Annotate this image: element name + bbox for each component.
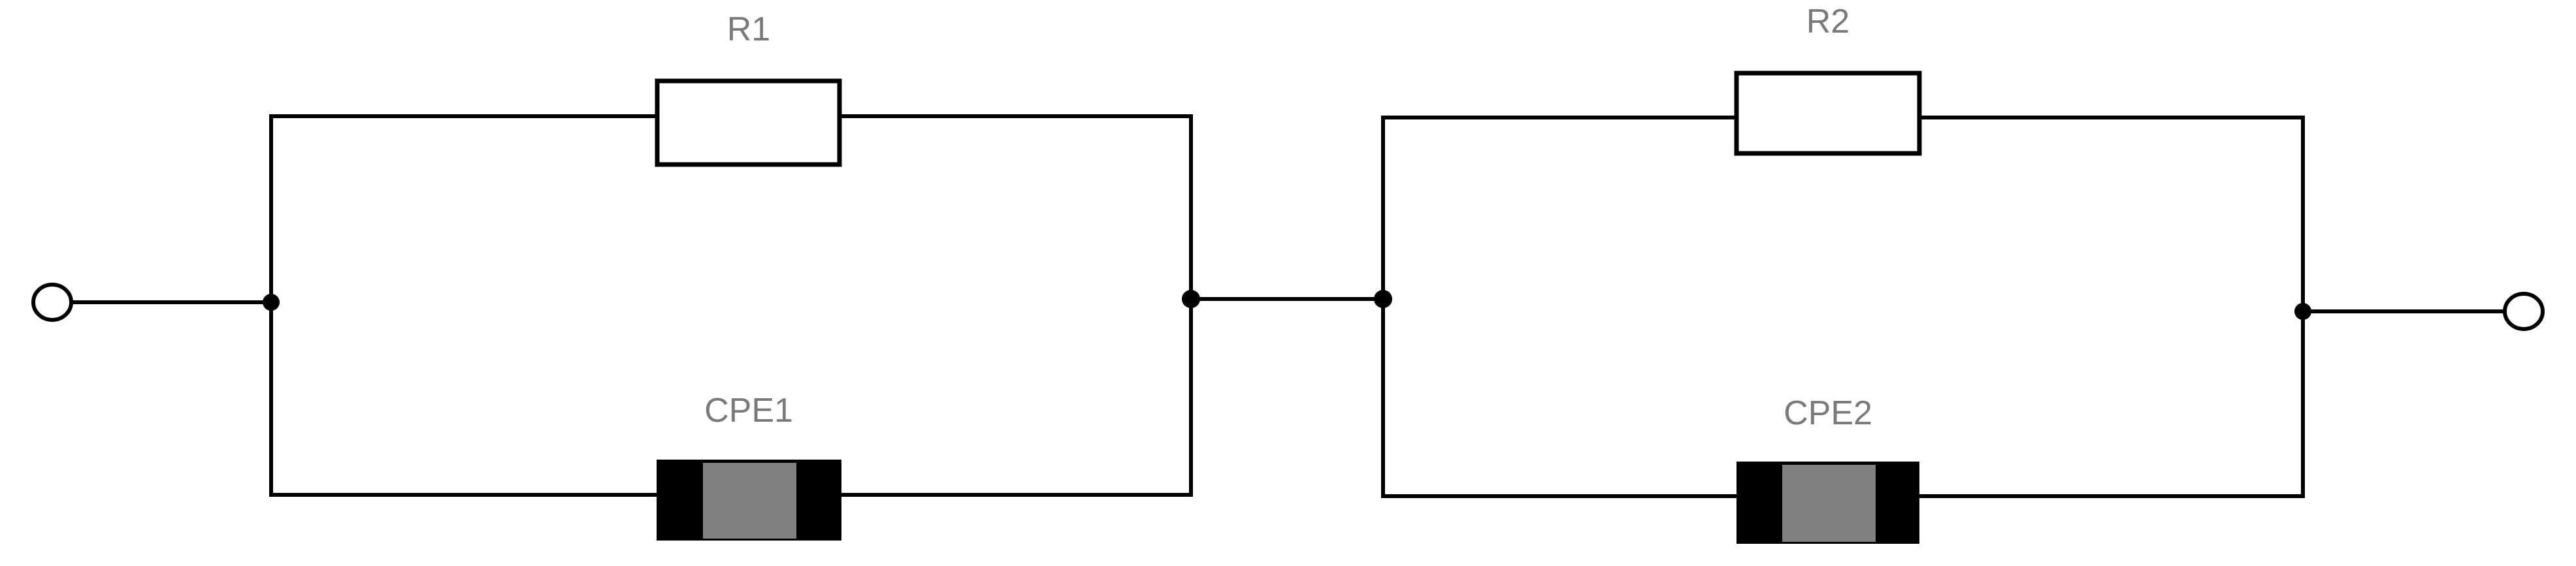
cpe2-inner-band bbox=[1782, 465, 1876, 542]
left-terminal-node[interactable] bbox=[31, 283, 73, 322]
resistor-r1-label: R1 bbox=[727, 10, 770, 48]
junction-dot-right-output bbox=[2294, 303, 2311, 320]
resistor-r2-body[interactable] bbox=[1734, 71, 1922, 156]
resistor-r1-body[interactable] bbox=[655, 78, 842, 167]
junction-dot-right-input bbox=[1374, 290, 1392, 308]
junction-dot-left-input bbox=[263, 294, 280, 311]
resistor-r2-label: R2 bbox=[1806, 3, 1850, 40]
cpe1-label: CPE1 bbox=[704, 392, 793, 430]
right-terminal-node[interactable] bbox=[2503, 292, 2545, 331]
cpe2-label: CPE2 bbox=[1784, 394, 1872, 432]
junction-dot-left-output bbox=[1182, 290, 1200, 308]
cpe1-inner-band bbox=[703, 463, 796, 539]
